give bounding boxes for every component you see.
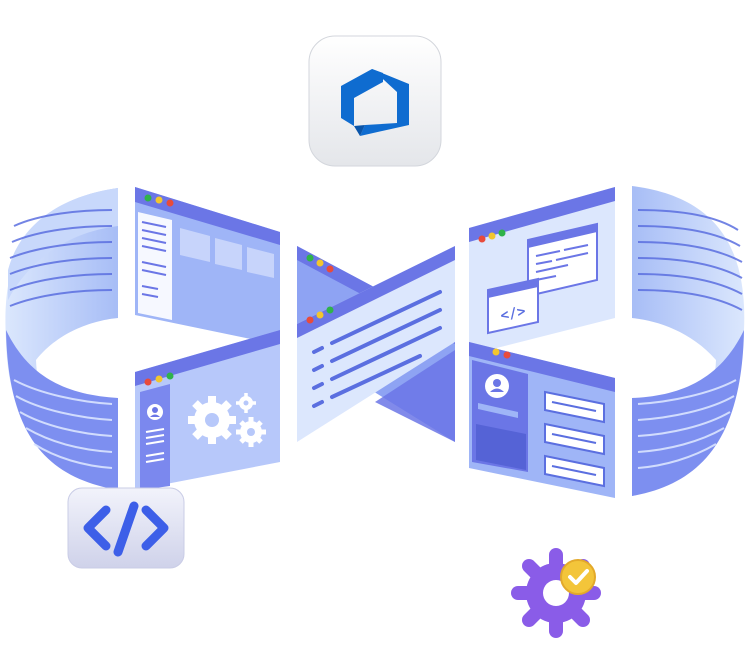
window-dot-green (166, 372, 174, 380)
window-dot-red (144, 378, 152, 386)
window-dot-yellow (155, 375, 163, 383)
center-front-panel (297, 246, 455, 442)
gear-checkmark-icon (511, 548, 601, 638)
window-dot-green (144, 194, 152, 202)
code-badge-tile (67, 487, 185, 569)
chat-bubble (544, 390, 605, 424)
code-brackets-icon (83, 501, 169, 557)
azure-devops-logo-icon (341, 69, 409, 136)
code-glyph-text: </> (499, 303, 527, 324)
right-loop-band (632, 186, 745, 496)
window-dot-yellow (155, 196, 163, 204)
window-dot-red (166, 199, 174, 207)
window-panel-right-bottom (469, 342, 615, 498)
window-panel-right-top: </> (469, 187, 615, 355)
settings-gears-icon (188, 393, 266, 447)
list-lines (312, 290, 442, 408)
chat-bubble (544, 422, 605, 456)
left-loop-band (5, 188, 118, 490)
window-panel-left-top (135, 187, 280, 345)
code-window-front: </> (487, 277, 539, 335)
window-panel-left-bottom (135, 330, 280, 490)
code-window-back (527, 222, 598, 298)
azure-devops-logo-tile (308, 35, 442, 167)
chat-bubble (544, 454, 605, 488)
